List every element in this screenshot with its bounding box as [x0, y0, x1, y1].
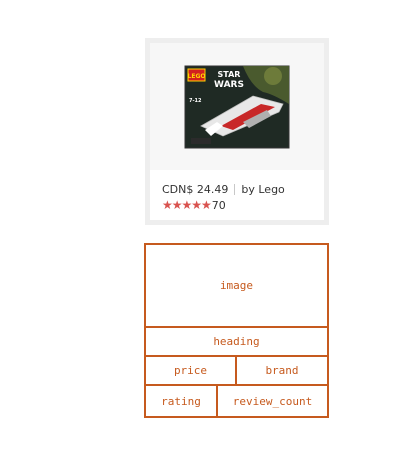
star-rating-icon[interactable]: ★★★★★	[162, 198, 212, 212]
divider	[234, 184, 236, 195]
product-card-inner: LEGO STAR WARS 7-12 CDN$ 24.49 by Lego ★…	[150, 43, 324, 220]
product-image[interactable]: LEGO STAR WARS 7-12	[150, 43, 324, 170]
lego-box-image: LEGO STAR WARS 7-12	[184, 65, 290, 148]
box-age-text: 7-12	[189, 98, 202, 104]
schema-brand-cell: brand	[237, 357, 327, 386]
rating-line: ★★★★★ 70	[162, 198, 226, 212]
layout-schema: image heading price brand rating review_…	[144, 243, 329, 418]
price-text: CDN$ 24.49	[162, 183, 229, 196]
price-brand-line: CDN$ 24.49 by Lego	[162, 183, 285, 196]
schema-heading-cell: heading	[146, 328, 327, 357]
box-wars-text: WARS	[214, 80, 244, 90]
lego-logo-text: LEGO	[188, 73, 206, 80]
review-count[interactable]: 70	[211, 198, 226, 212]
schema-rating-cell: rating	[146, 386, 218, 416]
brand-text[interactable]: by Lego	[241, 183, 285, 196]
box-star-text: STAR	[218, 70, 241, 79]
schema-image-cell: image	[146, 245, 327, 328]
schema-price-cell: price	[146, 357, 237, 386]
schema-review-count-cell: review_count	[232, 394, 313, 408]
product-card[interactable]: LEGO STAR WARS 7-12 CDN$ 24.49 by Lego ★…	[145, 38, 329, 225]
